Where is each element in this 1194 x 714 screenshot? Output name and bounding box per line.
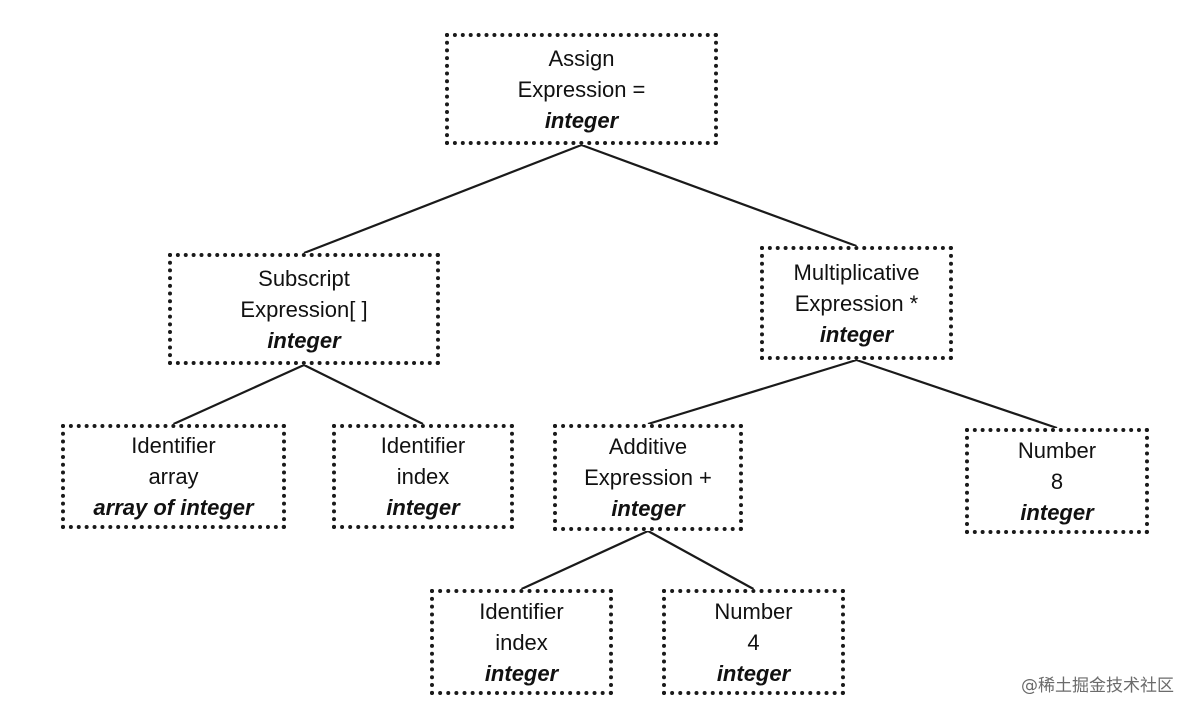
node-assign-expression: Assign Expression = integer	[445, 33, 718, 145]
node-value: index	[396, 464, 450, 489]
watermark-text: @稀土掘金技术社区	[1021, 676, 1174, 696]
node-additive-expression: Additive Expression + integer	[553, 424, 743, 531]
node-kind: Assign	[548, 45, 615, 71]
node-type: array of integer	[93, 495, 254, 520]
node-operator: Expression +	[584, 465, 712, 490]
node-type: integer	[484, 660, 559, 686]
node-number-8: Number 8 integer	[965, 428, 1149, 534]
node-number-4: Number 4 integer	[662, 589, 845, 695]
node-value: array	[148, 464, 199, 489]
edge-additive-to-number_4	[647, 530, 755, 590]
edge-additive-to-identifier_index_2	[521, 530, 649, 590]
node-identifier-index: Identifier index integer	[430, 589, 613, 695]
node-identifier-index: Identifier index integer	[332, 424, 514, 529]
node-kind: Number	[714, 598, 793, 624]
node-identifier-array: Identifier array array of integer	[61, 424, 286, 529]
node-value: 8	[1050, 468, 1064, 494]
node-operator: Expression =	[517, 76, 646, 102]
node-value: index	[495, 629, 548, 655]
node-kind: Multiplicative	[793, 259, 920, 285]
edge-assign-to-subscript	[303, 143, 582, 255]
node-type: integer	[716, 660, 791, 686]
node-type: integer	[267, 327, 341, 353]
node-operator: Expression *	[794, 290, 919, 316]
node-type: integer	[819, 321, 894, 347]
edge-subscript-to-identifier_index_1	[303, 364, 424, 425]
edge-assign-to-multiplicative	[581, 143, 857, 248]
node-operator: Expression[ ]	[240, 296, 368, 322]
edge-multiplicative-to-additive	[647, 358, 857, 426]
node-kind: Identifier	[479, 598, 564, 624]
node-kind: Subscript	[258, 265, 350, 291]
node-multiplicative-expression: Multiplicative Expression * integer	[760, 246, 953, 360]
edge-subscript-to-identifier_array	[173, 363, 305, 426]
node-kind: Additive	[608, 434, 688, 459]
node-kind: Identifier	[131, 433, 216, 458]
node-kind: Identifier	[380, 433, 466, 458]
node-kind: Number	[1017, 437, 1097, 463]
node-type: integer	[544, 107, 619, 133]
node-value: 4	[747, 629, 760, 655]
node-type: integer	[611, 496, 685, 521]
node-subscript-expression: Subscript Expression[ ] integer	[168, 253, 440, 365]
node-type: integer	[386, 495, 460, 520]
edge-multiplicative-to-number_8	[856, 358, 1058, 430]
node-type: integer	[1020, 499, 1094, 525]
